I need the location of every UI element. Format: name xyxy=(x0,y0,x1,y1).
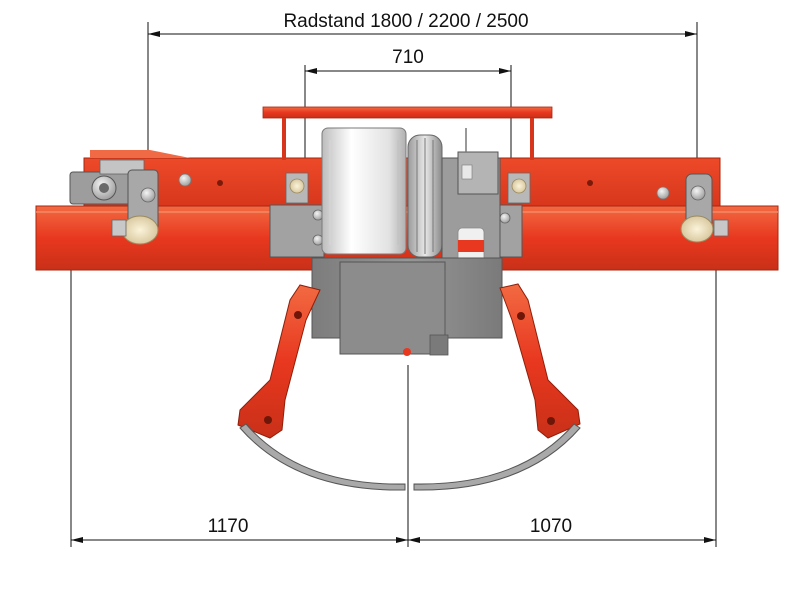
hoist-gear-cover xyxy=(339,261,446,355)
right-grab-arm xyxy=(499,283,581,439)
right-wheel-assembly xyxy=(680,173,729,243)
arm-pivot xyxy=(517,312,525,320)
drive-motor xyxy=(321,127,407,255)
hook-eye-icon xyxy=(403,348,411,356)
arrowhead-icon xyxy=(704,537,716,543)
bolt-icon xyxy=(656,186,670,200)
right-side-plate xyxy=(499,204,523,258)
arm-pivot xyxy=(547,417,555,425)
arrowhead-icon xyxy=(71,537,83,543)
arrowhead-icon xyxy=(396,537,408,543)
left-grab-arm xyxy=(237,284,321,439)
arrowhead-icon xyxy=(408,537,420,543)
arm-pivot xyxy=(294,311,302,319)
bolt-icon xyxy=(499,212,511,224)
arrowhead-icon xyxy=(685,31,697,37)
right-guide-roller xyxy=(680,215,714,243)
bearing-roller xyxy=(289,178,305,194)
bolt-icon xyxy=(690,185,706,201)
top-bracket-bar xyxy=(262,106,553,119)
arm-pivot xyxy=(264,416,272,424)
arrowhead-icon xyxy=(499,68,511,74)
right-distance-label: 1070 xyxy=(530,516,572,537)
bearing-roller xyxy=(511,178,527,194)
housing-foot xyxy=(429,334,449,356)
right-roller-clamp xyxy=(713,219,729,237)
left-jaw-blade xyxy=(239,423,406,491)
hub-center xyxy=(99,183,109,193)
left-guide-roller xyxy=(121,215,159,245)
dimension-lines xyxy=(70,22,717,547)
center-distance-label: 710 xyxy=(392,47,424,68)
frame-hole xyxy=(217,180,223,186)
left-distance-label: 1170 xyxy=(208,516,249,537)
wheelbase-label: Radstand 1800 / 2200 / 2500 xyxy=(283,11,528,32)
left-roller-clamp xyxy=(111,219,127,237)
right-jaw-blade xyxy=(413,423,581,491)
arrowhead-icon xyxy=(148,31,160,37)
frame-hole xyxy=(587,180,593,186)
pump-band xyxy=(458,240,484,252)
bolt-icon xyxy=(178,173,192,187)
left-wheel-assembly xyxy=(69,159,159,245)
bolt-icon xyxy=(140,187,156,203)
upper-frame-bevel xyxy=(90,150,190,158)
terminal-box xyxy=(461,164,473,180)
arrowhead-icon xyxy=(305,68,317,74)
